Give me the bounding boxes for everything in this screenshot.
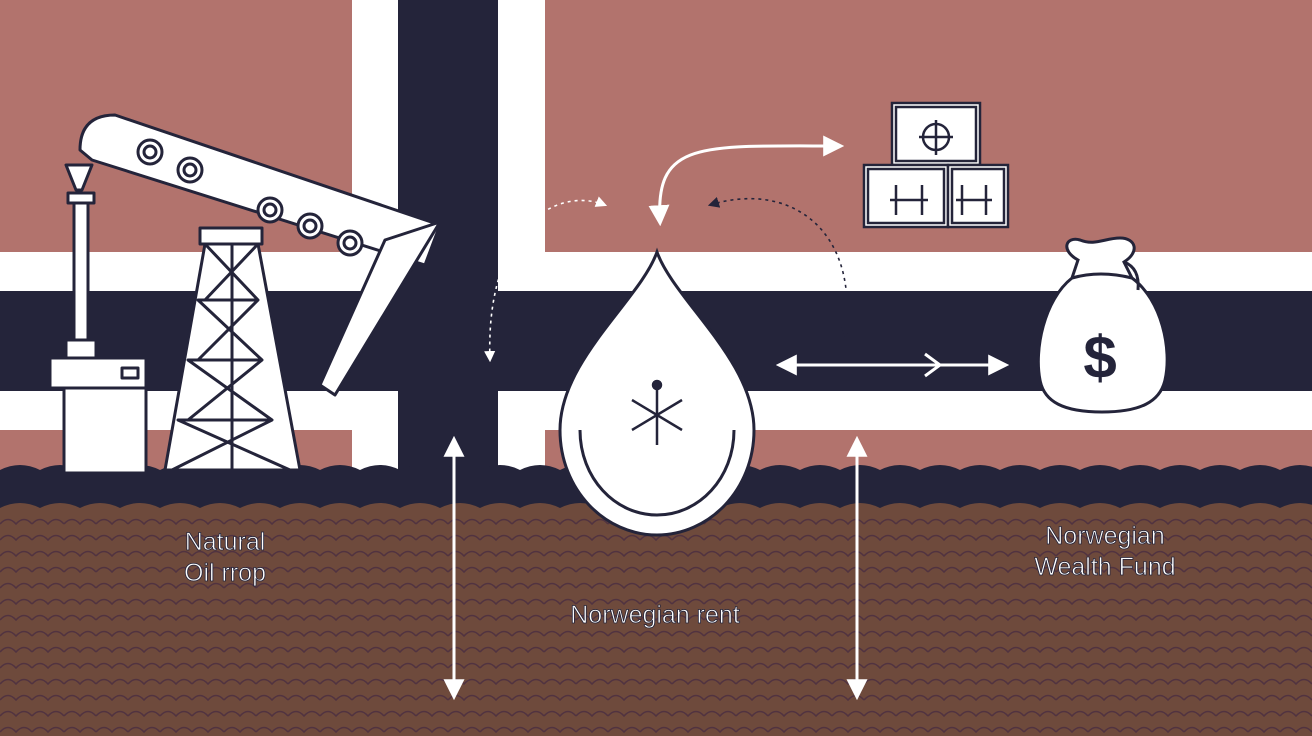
arrow-dotted-right bbox=[707, 196, 852, 338]
money-bag-icon: $ bbox=[1036, 236, 1169, 414]
oil-pump-jack-icon bbox=[48, 113, 442, 475]
ground-layers bbox=[0, 465, 1312, 736]
dollar-sign-symbol: $ bbox=[1083, 324, 1116, 391]
arrow-dotted-left bbox=[484, 196, 608, 363]
natural-oil-label-line2: Oil rrop bbox=[184, 559, 267, 588]
wealth-fund-label: Norwegian Wealth Fund bbox=[1005, 521, 1205, 583]
wealth-fund-label-line1: Norwegian bbox=[1045, 522, 1165, 551]
natural-oil-label: Natural Oil rrop bbox=[150, 527, 300, 589]
reserve-blocks-icon bbox=[862, 101, 1010, 229]
molecule-symbol-icon bbox=[631, 379, 683, 445]
natural-oil-label-line1: Natural bbox=[184, 528, 266, 557]
arrow-drop-to-blocks bbox=[648, 135, 845, 227]
flow-arrows bbox=[443, 135, 1010, 701]
wealth-fund-label-line2: Wealth Fund bbox=[1034, 553, 1176, 582]
norwegian-rent-label: Norwegian rent bbox=[570, 601, 740, 630]
oil-drop-icon bbox=[558, 247, 756, 537]
